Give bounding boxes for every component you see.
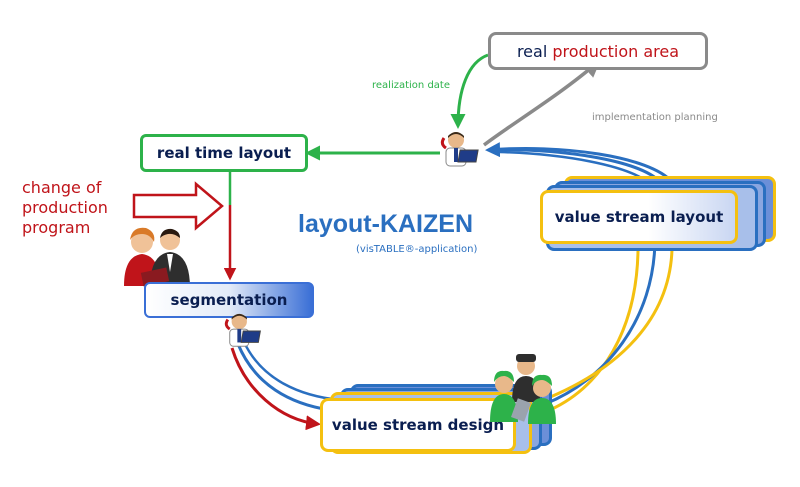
node-real-production-area-highlight: production area (552, 41, 680, 61)
input-label-line-3: program (22, 218, 91, 237)
worker-at-laptop-icon (224, 310, 266, 352)
input-label-line-2: production (22, 198, 108, 217)
edge-implementation-planning (482, 59, 601, 147)
node-real-production-area: real production area (488, 32, 708, 70)
node-value-stream-design: value stream design (320, 398, 516, 452)
node-segmentation: segmentation (144, 282, 314, 318)
edge-to-value-stream-layout (544, 235, 646, 414)
team-people-icon (120, 226, 194, 292)
input-label: change of production program (22, 178, 108, 238)
node-value-stream-layout: value stream layout (540, 190, 738, 244)
label-implementation-planning: implementation planning (592, 112, 718, 123)
input-arrow-icon (132, 181, 224, 231)
node-real-time-layout: real time layout (140, 134, 308, 172)
diagram-title: layout-KAIZEN (298, 210, 473, 238)
workers-team-icon (486, 354, 562, 426)
edge-to-value-stream-design (230, 347, 321, 431)
diagram-subtitle: (visTABLE®-application) (356, 244, 478, 255)
edge-realization-date (450, 53, 489, 129)
label-realization-date: realization date (372, 80, 450, 91)
input-label-line-1: change of (22, 178, 102, 197)
node-real-production-area-prefix: real (516, 41, 548, 61)
worker-at-laptop-icon (440, 128, 484, 172)
